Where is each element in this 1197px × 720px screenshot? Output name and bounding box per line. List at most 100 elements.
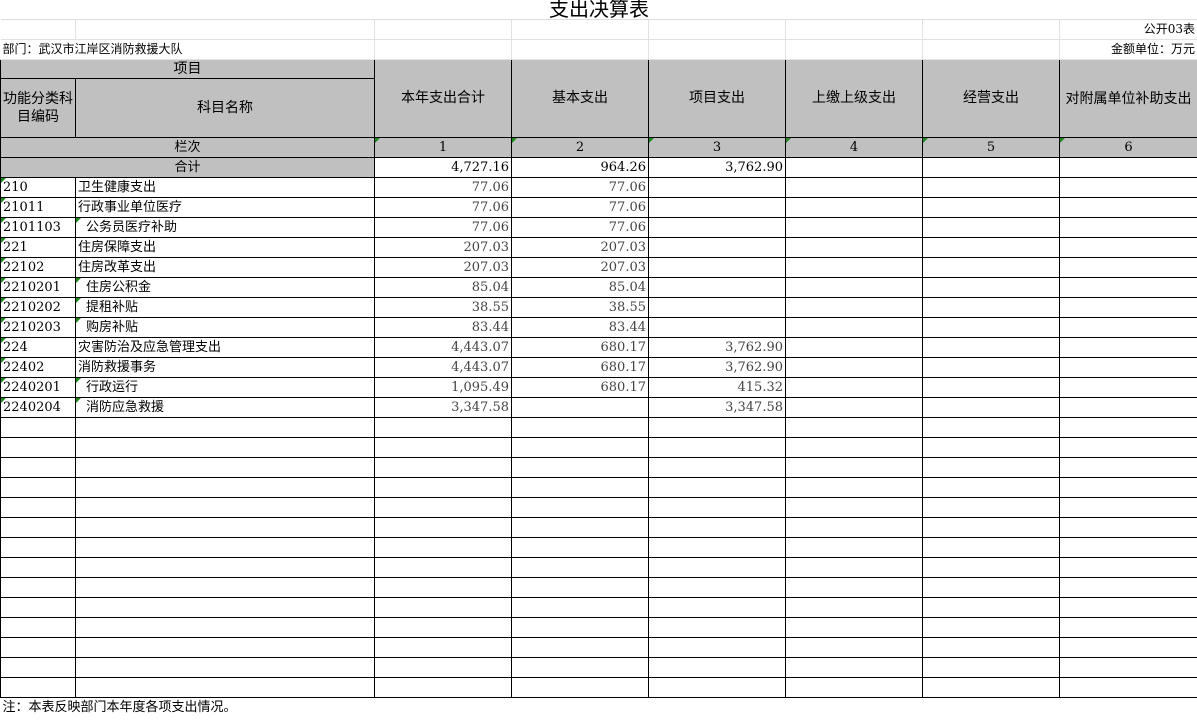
row-upper [785,377,923,398]
row-code: 2240204 [0,397,76,418]
row-name [75,677,375,698]
row-project [648,277,786,298]
row-project [648,417,786,438]
row-subsidy [1059,417,1197,438]
table-row [0,457,1197,478]
row-project [648,297,786,318]
row-upper [785,257,923,278]
row-code [0,617,76,638]
row-total [374,557,512,578]
unit-label: 金额单位：万元 [1059,39,1197,60]
row-business [922,477,1060,498]
row-basic: 680.17 [511,337,649,358]
row-subsidy [1059,457,1197,478]
row-name: 消防救援事务 [75,357,375,378]
row-business [922,557,1060,578]
row-name: 灾害防治及应急管理支出 [75,337,375,358]
row-code: 210 [0,177,76,198]
row-total [374,577,512,598]
row-business [922,337,1060,358]
footnote: 注：本表反映部门本年度各项支出情况。 [2,700,237,715]
table-row [0,417,1197,438]
row-name [75,437,375,458]
table-row [0,657,1197,678]
row-business [922,617,1060,638]
row-code: 22102 [0,257,76,278]
column-index: 2 [511,137,649,158]
row-project [648,577,786,598]
row-basic [511,677,649,698]
row-business [922,377,1060,398]
row-name [75,417,375,438]
row-upper [785,357,923,378]
row-business [922,417,1060,438]
row-subsidy [1059,357,1197,378]
table-row [0,677,1197,698]
column-index: 3 [648,137,786,158]
row-upper [785,637,923,658]
row-project [648,197,786,218]
row-project [648,617,786,638]
row-upper [785,577,923,598]
row-project [648,497,786,518]
row-upper [785,417,923,438]
row-code [0,557,76,578]
row-code [0,437,76,458]
row-basic [511,637,649,658]
row-project: 415.32 [648,377,786,398]
row-upper [785,337,923,358]
row-subsidy [1059,257,1197,278]
row-basic [511,477,649,498]
header-upper: 上缴上级支出 [785,59,923,138]
header-project-expense: 项目支出 [648,59,786,138]
row-code: 224 [0,337,76,358]
row-name [75,657,375,678]
row-basic: 85.04 [511,277,649,298]
row-project [648,557,786,578]
row-business [922,637,1060,658]
row-business [922,317,1060,338]
table-row [0,617,1197,638]
row-project [648,537,786,558]
row-project: 3,762.90 [648,357,786,378]
row-total: 4,443.07 [374,337,512,358]
row-business [922,217,1060,238]
total-basic: 964.26 [511,157,649,178]
row-code: 221 [0,237,76,258]
row-total: 207.03 [374,237,512,258]
row-basic [511,417,649,438]
row-basic [511,557,649,578]
total-row: 合计 4,727.16 964.26 3,762.90 [0,157,1197,178]
row-business [922,597,1060,618]
row-project [648,597,786,618]
row-project [648,457,786,478]
row-total [374,477,512,498]
row-upper [785,297,923,318]
row-code [0,577,76,598]
row-upper [785,197,923,218]
row-total [374,657,512,678]
row-upper [785,557,923,578]
row-project [648,657,786,678]
row-subsidy [1059,597,1197,618]
table-row [0,437,1197,458]
row-name [75,517,375,538]
row-subsidy [1059,517,1197,538]
row-upper [785,237,923,258]
column-index: 5 [922,137,1060,158]
row-total: 3,347.58 [374,397,512,418]
row-basic [511,437,649,458]
table-row [0,497,1197,518]
header-business: 经营支出 [922,59,1060,138]
row-subsidy [1059,337,1197,358]
row-upper [785,277,923,298]
row-total [374,617,512,638]
row-code: 22402 [0,357,76,378]
